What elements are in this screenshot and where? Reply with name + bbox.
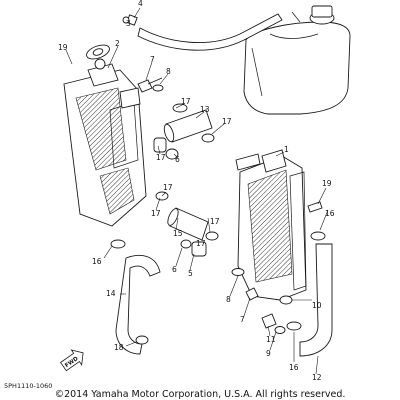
callout-16-right: 16	[325, 209, 335, 218]
callout-numbers: 4 3 2 19 7 8 17 13 17 17 6 17 17 15 17 1…	[58, 0, 335, 382]
callout-5: 5	[188, 269, 193, 278]
radiator-right	[235, 149, 307, 301]
callout-2: 2	[115, 39, 120, 48]
callout-19-right: 19	[322, 179, 332, 188]
callout-11: 11	[266, 335, 276, 344]
callout-1: 1	[284, 145, 289, 154]
grommets-lower	[180, 239, 207, 257]
callout-3: 3	[126, 19, 131, 28]
radiator-left	[63, 58, 147, 227]
hose-13	[163, 103, 215, 143]
leader-lines	[65, 7, 329, 375]
front-arrow-icon: FWD	[60, 349, 84, 372]
callout-19-left: 19	[58, 43, 68, 52]
callout-9: 9	[266, 349, 271, 358]
callout-12: 12	[312, 373, 322, 382]
callout-17-end15: 17	[210, 217, 220, 226]
callout-6-upper: 6	[175, 155, 180, 164]
callout-17-low: 17	[151, 209, 161, 218]
callout-7-lower: 7	[240, 315, 245, 324]
callout-6-lower: 6	[172, 265, 177, 274]
callout-8-upper: 8	[166, 67, 171, 76]
drawing-code: 5PH1110-1060	[4, 382, 53, 390]
callout-4: 4	[138, 0, 143, 8]
grommets-left	[153, 137, 179, 160]
bolts-lower	[245, 287, 293, 334]
callout-17-left: 17	[156, 153, 166, 162]
callout-16-lower: 16	[289, 363, 299, 372]
callout-13: 13	[200, 105, 210, 114]
callout-18: 18	[114, 343, 124, 352]
callout-10: 10	[312, 301, 322, 310]
radiator-cap-left	[86, 44, 110, 60]
callout-17-upper: 17	[181, 97, 191, 106]
bolt-upper	[137, 77, 164, 93]
callout-17-right15: 17	[196, 239, 206, 248]
callout-7-upper: 7	[150, 55, 155, 64]
copyright-notice: ©2014 Yamaha Motor Corporation, U.S.A. A…	[54, 389, 346, 400]
callout-17-mid: 17	[222, 117, 232, 126]
lower-hose-left	[110, 239, 161, 355]
hose-15	[155, 191, 219, 241]
reservoir-tank	[243, 5, 351, 115]
callout-17-top15: 17	[163, 183, 173, 192]
callout-14: 14	[106, 289, 116, 298]
callout-8-lower: 8	[226, 295, 231, 304]
lower-hose-right	[286, 231, 333, 357]
bolt-right	[231, 201, 323, 276]
callout-15: 15	[173, 229, 183, 238]
callout-16-left: 16	[92, 257, 102, 266]
